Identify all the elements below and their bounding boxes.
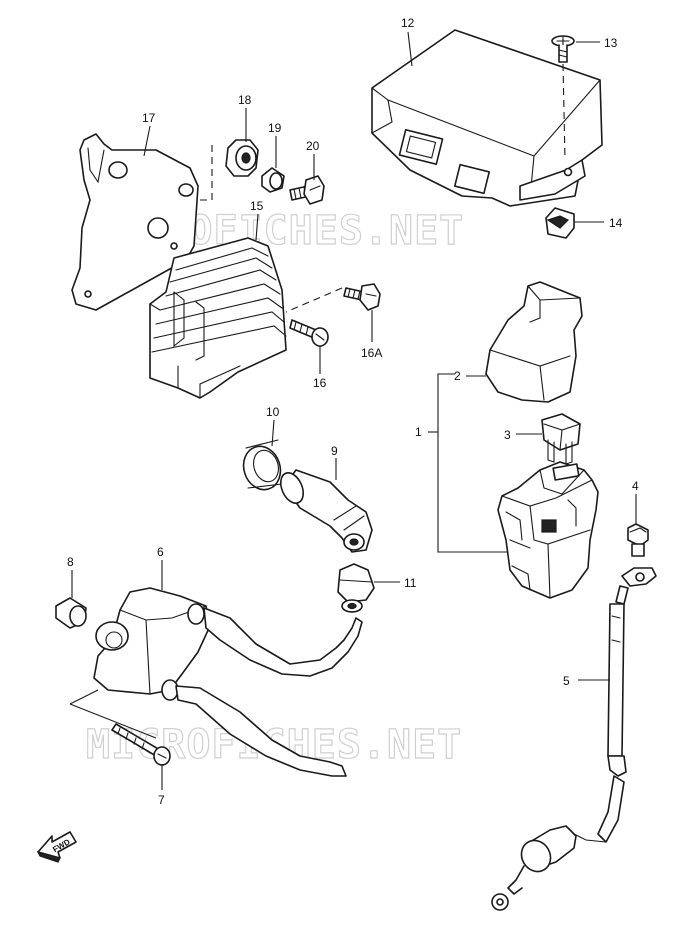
callout-16: 16 xyxy=(313,376,327,390)
callout-12: 12 xyxy=(401,16,415,30)
part-1-starter-relay[interactable] xyxy=(497,461,599,599)
part-8-spacer[interactable] xyxy=(55,597,87,629)
part-10-collar[interactable] xyxy=(238,439,286,494)
callout-17-leader xyxy=(143,125,151,157)
part-4-bolt[interactable] xyxy=(627,523,649,557)
callout-15-leader xyxy=(255,213,259,241)
callout-1: 1 xyxy=(415,425,422,439)
callout-4: 4 xyxy=(632,479,639,493)
part-19-collar[interactable] xyxy=(261,167,285,193)
callout-17: 17 xyxy=(142,111,156,125)
part-16-screw[interactable] xyxy=(289,319,329,347)
callout-12-leader xyxy=(407,31,413,67)
callout-7: 7 xyxy=(158,793,165,807)
part-17-bracket[interactable] xyxy=(71,133,199,311)
callout-3: 3 xyxy=(504,428,511,442)
part-7-bolt[interactable] xyxy=(111,723,171,766)
fwd-arrow-icon: FWD xyxy=(36,831,77,863)
part-6-ignition-coil[interactable] xyxy=(93,587,363,777)
part-2-relay-cover[interactable] xyxy=(485,281,583,403)
callout-15: 15 xyxy=(250,199,264,213)
callout-10-leader xyxy=(271,419,275,447)
callout-10: 10 xyxy=(266,405,280,419)
part-14-nut[interactable] xyxy=(545,207,575,239)
part-6-dash-line xyxy=(69,689,99,705)
callout-14: 14 xyxy=(609,216,623,230)
part-12-control-unit[interactable] xyxy=(371,29,603,207)
part-11-plug-cap[interactable] xyxy=(337,563,375,613)
part-5-starter-cable[interactable] xyxy=(491,567,657,911)
callout-2: 2 xyxy=(454,369,461,383)
callout-16a: 16A xyxy=(361,346,382,360)
part-13-mount-line xyxy=(562,63,566,161)
callout-6: 6 xyxy=(157,545,164,559)
part-1-group-bracket xyxy=(437,373,508,553)
callout-5: 5 xyxy=(563,674,570,688)
part-16a-mount-line xyxy=(285,287,343,313)
callout-19: 19 xyxy=(268,121,282,135)
callout-20: 20 xyxy=(306,139,320,153)
callout-11: 11 xyxy=(404,576,417,590)
part-18-grommet[interactable] xyxy=(225,139,259,177)
callout-13: 13 xyxy=(604,36,618,50)
callout-9: 9 xyxy=(331,444,338,458)
part-16a-bolt[interactable] xyxy=(343,283,381,311)
part-6-dash-line-2 xyxy=(69,703,157,739)
part-9-boot[interactable] xyxy=(276,469,373,553)
part-13-screw[interactable] xyxy=(551,35,575,63)
part-17-mount-line xyxy=(196,145,213,201)
part-20-bolt[interactable] xyxy=(289,175,325,205)
part-3-fuse[interactable] xyxy=(541,413,581,465)
callout-8: 8 xyxy=(67,555,74,569)
callout-18: 18 xyxy=(238,93,252,107)
part-15-regulator[interactable] xyxy=(149,237,287,399)
